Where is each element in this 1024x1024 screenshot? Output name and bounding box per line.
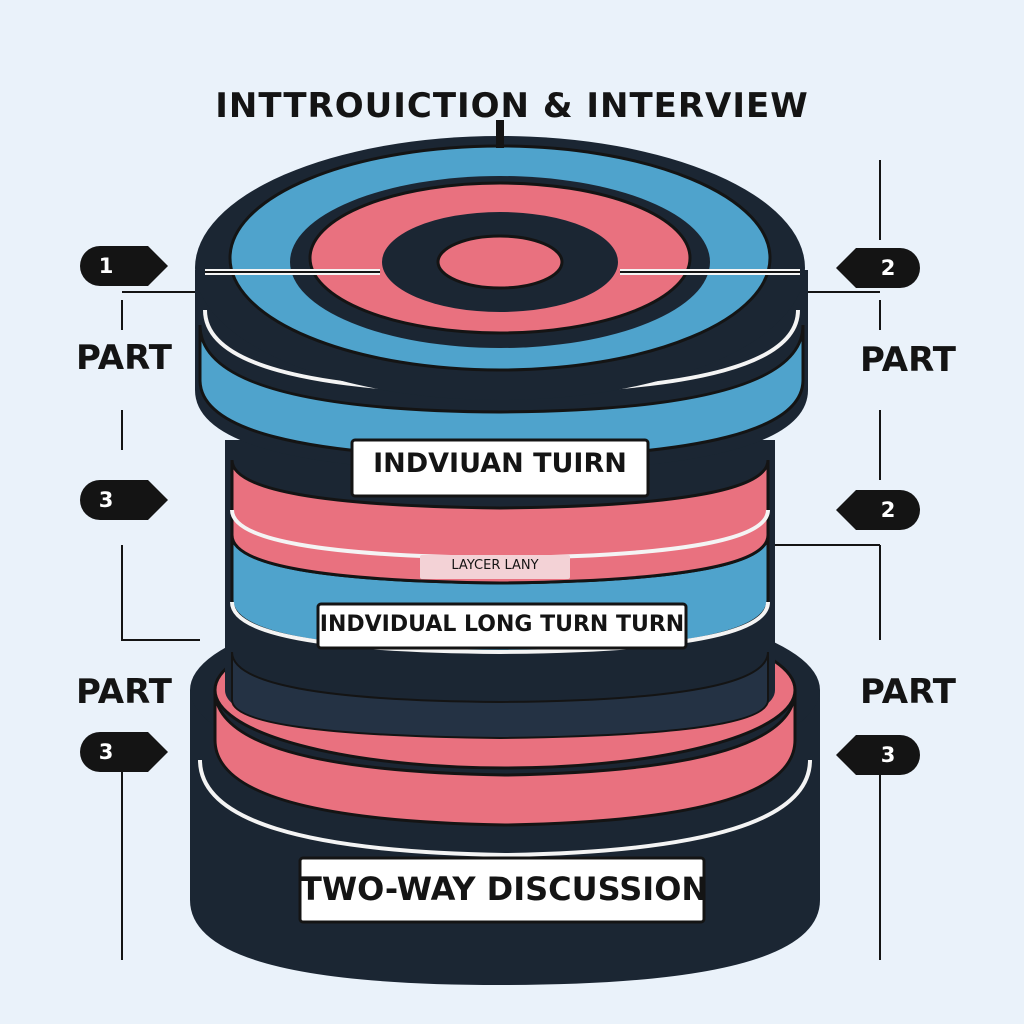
plate-upper-band (350, 438, 650, 498)
badge-left-2 (80, 480, 168, 520)
plate-base (298, 856, 706, 924)
badge-right-3 (836, 735, 920, 775)
badge-left-3 (80, 732, 168, 772)
plate-thin-band (420, 555, 570, 579)
part-label-right-3: PART (860, 672, 956, 712)
part-label-left-3: PART (76, 672, 172, 712)
badge-left-1 (80, 246, 168, 286)
badge-number-left-1: 1 (98, 254, 114, 278)
middle-band-label: INDVIDUAL LONG TURN TURN (319, 612, 685, 637)
badge-right-2 (836, 490, 920, 530)
badge-number-right-3: 3 (880, 743, 896, 767)
connector-lines (121, 160, 881, 960)
badge-right-1 (836, 248, 920, 288)
diagram-title: INTTROUICTION & INTERVIEW (215, 86, 809, 126)
badge-number-right-1: 2 (880, 256, 896, 280)
label-plates (298, 438, 706, 924)
base-label: TWO-WAY DISCUSSION (300, 870, 709, 908)
plate-middle-band (316, 602, 688, 650)
connector-left-3 (121, 545, 200, 641)
badge-number-left-3: 3 (98, 740, 114, 764)
upper-band-label: INDVIUAN TUIRN (373, 448, 627, 479)
badge-number-left-2: 3 (98, 488, 114, 512)
top-tier (195, 120, 808, 472)
part-label-left-1: PART (76, 338, 172, 378)
number-badges (80, 246, 920, 775)
thin-band-label: LAYCER LANY (451, 558, 539, 573)
part-label-right-1: PART (860, 340, 956, 380)
badge-number-right-2: 2 (880, 498, 896, 522)
